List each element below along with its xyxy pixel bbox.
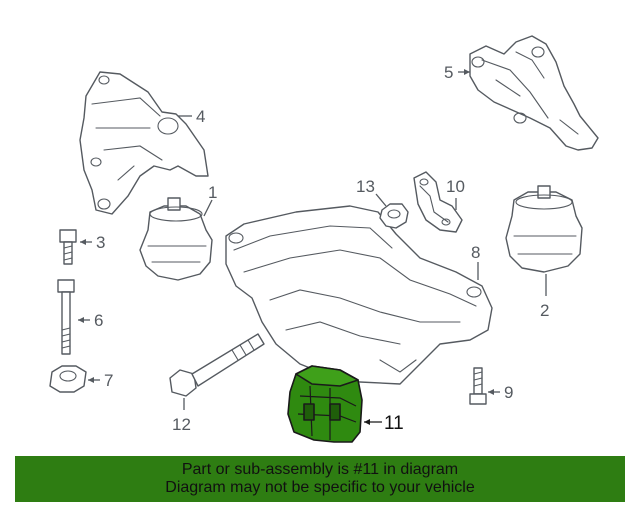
callout-6: 6 [94,311,103,330]
part-8-subframe[interactable] [225,205,493,385]
part-13-nut[interactable] [379,203,409,229]
part-12-long-bolt[interactable] [169,333,265,397]
info-banner: Part or sub-assembly is #11 in diagram D… [15,456,625,502]
part-4-engine-bracket[interactable] [79,71,209,215]
part-11-transmission-mount[interactable] [287,365,363,443]
callout-8: 8 [471,243,480,262]
callout-5: 5 [444,63,453,82]
part-6-long-bolt[interactable] [57,279,75,355]
callout-12: 12 [172,415,191,434]
part-7-nut[interactable] [49,365,87,393]
callout-1: 1 [208,183,217,202]
callout-3: 3 [96,233,105,252]
callout-9: 9 [504,383,513,402]
banner-line-1: Part or sub-assembly is #11 in diagram [181,461,459,478]
part-2-engine-mount[interactable] [505,185,583,273]
part-5-transmission-bracket[interactable] [469,35,599,151]
part-9-stud-bolt[interactable] [469,367,487,405]
parts-diagram: 4 5 1 2 3 6 [49,35,599,443]
part-10-bracket[interactable] [413,171,463,233]
callout-11: 11 [384,413,404,434]
banner-line-2: Diagram may not be specific to your vehi… [165,479,475,496]
callout-4: 4 [196,107,205,126]
part-1-engine-mount[interactable] [139,197,213,281]
callout-10: 10 [446,177,465,196]
callout-2: 2 [540,301,549,320]
callout-13: 13 [356,177,375,196]
callout-7: 7 [104,371,113,390]
part-3-bolt[interactable] [59,229,77,265]
